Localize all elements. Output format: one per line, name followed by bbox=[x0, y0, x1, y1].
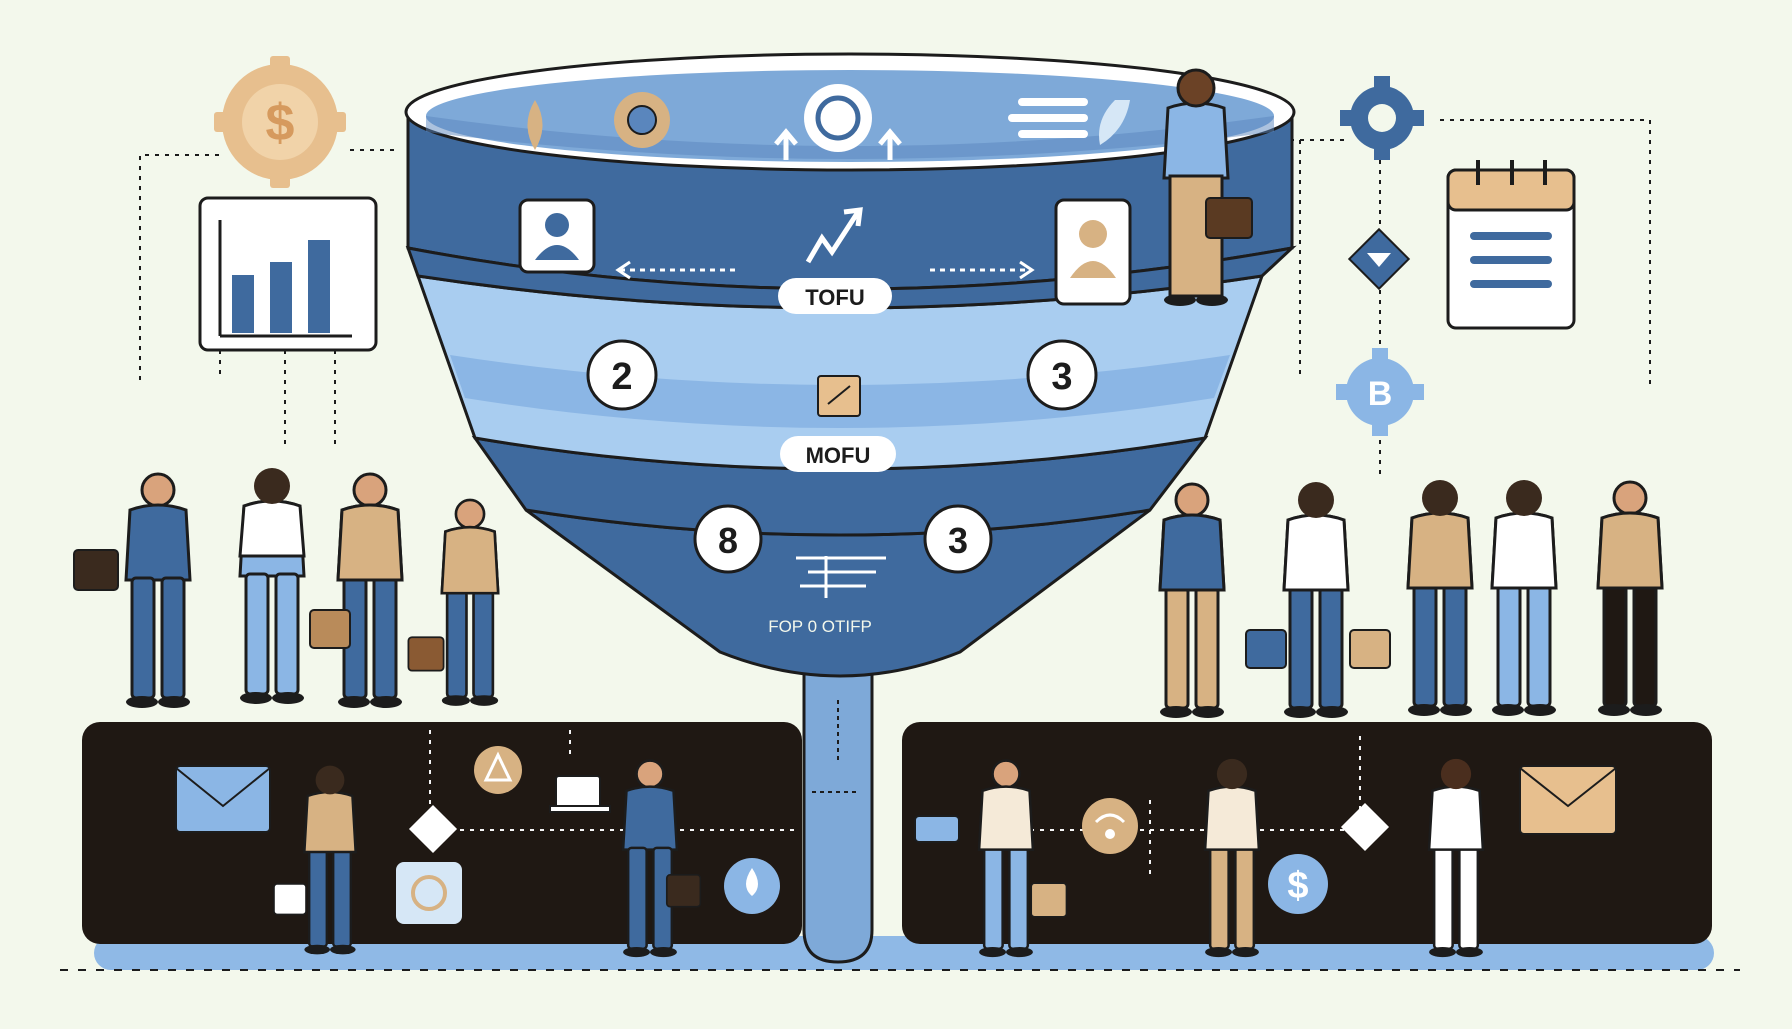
crowd-bottom bbox=[273, 758, 1485, 959]
person bbox=[1245, 482, 1391, 720]
person bbox=[977, 759, 1068, 959]
leaf-icon bbox=[527, 100, 543, 150]
note-icon bbox=[817, 375, 861, 417]
badge-two: 2 bbox=[586, 339, 658, 411]
svg-text:$: $ bbox=[266, 94, 295, 152]
badge-three-lower: 3 bbox=[923, 504, 993, 574]
person bbox=[1158, 482, 1226, 720]
dotted-connectors bbox=[139, 119, 1651, 480]
svg-text:3: 3 bbox=[1051, 356, 1072, 398]
person bbox=[309, 472, 404, 710]
doc-lines-icon bbox=[796, 556, 886, 598]
person bbox=[238, 468, 306, 706]
svg-text:TOFU: TOFU bbox=[805, 285, 864, 310]
person bbox=[407, 498, 500, 708]
arrow-left-icon bbox=[615, 260, 740, 280]
person bbox=[621, 759, 702, 959]
person bbox=[1406, 480, 1474, 718]
svg-text:$: $ bbox=[1287, 865, 1308, 907]
bar-chart-icon bbox=[198, 196, 378, 352]
svg-text:B: B bbox=[1368, 375, 1393, 413]
crowd-left bbox=[73, 468, 500, 710]
speed-lines-icon bbox=[1008, 98, 1130, 145]
cog-icon bbox=[614, 92, 670, 148]
tag-icon bbox=[474, 746, 522, 794]
user-card-icon bbox=[518, 198, 596, 274]
arrow-right-icon bbox=[930, 260, 1035, 280]
mail-icon bbox=[175, 765, 271, 833]
svg-text:8: 8 bbox=[718, 520, 738, 561]
person bbox=[1490, 480, 1558, 718]
user-card-icon bbox=[1054, 198, 1132, 306]
stage-label-mofu: MOFU bbox=[780, 436, 896, 472]
stage-label-bottom: FOP 0 OTIFP bbox=[768, 617, 872, 636]
person bbox=[1596, 480, 1664, 718]
gear-icon bbox=[1340, 76, 1424, 160]
dollar-gear-icon: $ bbox=[214, 56, 346, 188]
person-on-rim bbox=[1162, 68, 1253, 308]
person bbox=[273, 765, 357, 956]
diamond-icon bbox=[1347, 227, 1411, 291]
svg-text:MOFU: MOFU bbox=[806, 443, 871, 468]
wifi-icon bbox=[1082, 798, 1138, 854]
trend-arrow-icon bbox=[805, 207, 863, 264]
refresh-icon bbox=[396, 862, 462, 924]
dollar-coin-icon: $ bbox=[1268, 854, 1328, 914]
svg-text:3: 3 bbox=[948, 520, 968, 561]
drop-icon bbox=[724, 858, 780, 914]
stage-label-tofu: TOFU bbox=[778, 278, 892, 314]
person bbox=[1427, 758, 1485, 959]
chat-icon bbox=[914, 815, 960, 843]
laptop-icon bbox=[549, 775, 611, 813]
badge-three-upper: 3 bbox=[1026, 339, 1098, 411]
person bbox=[1203, 758, 1261, 959]
calendar-icon bbox=[1446, 160, 1576, 330]
svg-text:2: 2 bbox=[611, 356, 632, 398]
person bbox=[73, 472, 192, 710]
mail-icon bbox=[1519, 765, 1617, 835]
diamond-node-icon bbox=[408, 804, 458, 854]
bitcoin-gear-icon: B bbox=[1336, 348, 1424, 436]
badge-eight: 8 bbox=[693, 504, 763, 574]
growth-icon bbox=[774, 84, 902, 160]
crowd-right bbox=[1158, 480, 1664, 720]
